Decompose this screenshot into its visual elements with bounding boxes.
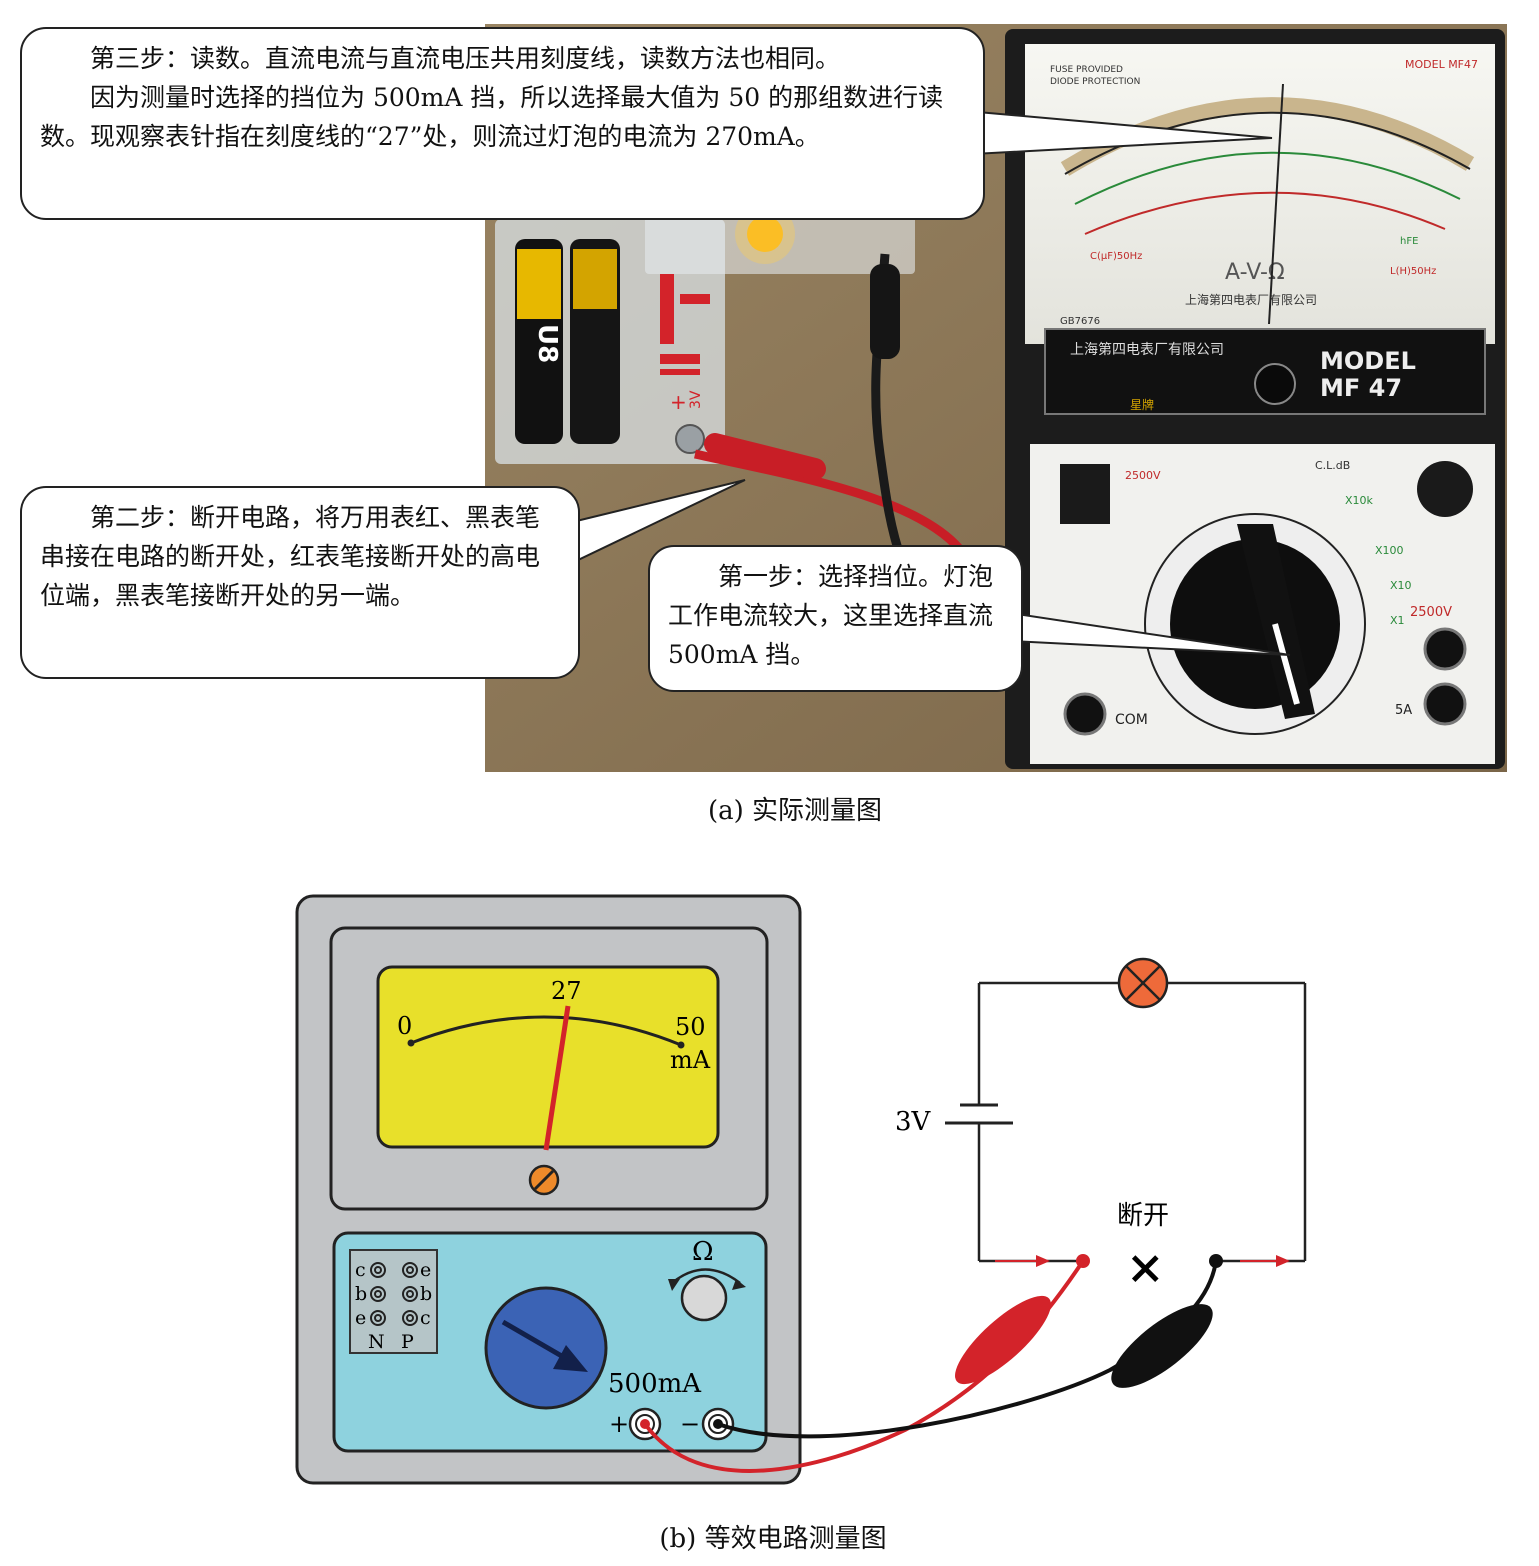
- caption-a: (a) 实际测量图: [707, 796, 883, 826]
- black-probe-handle[interactable]: [1100, 1290, 1225, 1401]
- socket-label-e-left: e: [355, 1307, 366, 1329]
- model-top: MODEL MF47: [1405, 58, 1478, 71]
- socket-holes: [370, 1262, 418, 1326]
- socket-label-c-left: c: [355, 1259, 366, 1281]
- photo-socket-com: [1063, 692, 1107, 736]
- jack-minus-label: −: [680, 1410, 700, 1438]
- step2-callout: 第二步：断开电路，将万用表红、黑表笔串接在电路的断开处，红表笔接断开处的高电位端…: [20, 486, 580, 679]
- maker-label: 上海第四电表厂有限公司: [1185, 292, 1317, 307]
- ohm-rotate-arrow-icon: [671, 1268, 741, 1284]
- step3-line1: 第三步：读数。直流电流与直流电压共用刻度线，读数方法也相同。: [90, 44, 841, 73]
- step1-text: 第一步：选择挡位。灯泡工作电流较大，这里选择直流 500mA 挡。: [668, 562, 994, 669]
- battery-voltage: 3V: [895, 1107, 932, 1137]
- jack-plus-label: +: [609, 1410, 629, 1438]
- scale-max-label: 50: [675, 1013, 706, 1041]
- photo-bulb: [747, 216, 783, 252]
- socket-label-b-right: b: [420, 1283, 432, 1305]
- callout-tails: [558, 108, 1291, 656]
- step3-callout: 第三步：读数。直流电流与直流电压共用刻度线，读数方法也相同。 因为测量时选择的挡…: [20, 27, 985, 220]
- socket-label-c-right: c: [420, 1307, 431, 1329]
- scale-min-label: 0: [397, 1012, 412, 1040]
- break-mark: ×: [1126, 1240, 1165, 1294]
- range-x100: X100: [1375, 544, 1404, 557]
- range-x10: X10: [1390, 579, 1412, 592]
- diode-text: DIODE PROTECTION: [1050, 77, 1140, 87]
- socket-5a-label: 5A: [1395, 703, 1412, 718]
- com-label: COM: [1115, 712, 1148, 728]
- serial-label: GB7676: [1060, 316, 1100, 327]
- scale-label: A-V-Ω: [1225, 260, 1285, 285]
- meter-needle: [543, 1005, 571, 1151]
- meter-scale-face: [376, 965, 720, 1149]
- step3-line2: 因为测量时选择的挡位为 500mA 挡，所以选择最大值为 50 的那组数进行读数…: [40, 83, 944, 151]
- ohm-label: Ω: [692, 1237, 714, 1267]
- transistor-sockets: c b e e b c N P: [355, 1259, 432, 1353]
- meter-scale-arc: [410, 1015, 682, 1047]
- meter-face: [1025, 44, 1495, 344]
- socket-label-p: P: [401, 1331, 414, 1353]
- red-probe-handle[interactable]: [944, 1284, 1063, 1397]
- step2-text: 第二步：断开电路，将万用表红、黑表笔串接在电路的断开处，红表笔接断开处的高电位端…: [40, 503, 541, 610]
- plate-maker: 上海第四电表厂有限公司: [1070, 341, 1224, 358]
- scale-unit-label: mA: [670, 1046, 711, 1074]
- ohm-adjust-knob[interactable]: [680, 1274, 728, 1322]
- socket-label-n: N: [368, 1331, 385, 1353]
- plate-number: MF 47: [1320, 374, 1402, 402]
- plate-model: MODEL: [1320, 347, 1416, 375]
- battery-label: U8: [532, 324, 562, 363]
- photo-socket-2500v: [1423, 627, 1467, 671]
- range-x1: X1: [1390, 614, 1405, 627]
- caption-b: (b) 等效电路测量图: [659, 1524, 887, 1554]
- hfe-label: hFE: [1400, 236, 1418, 247]
- plate-brand: 星牌: [1130, 398, 1154, 412]
- photo-socket-5a: [1423, 682, 1467, 726]
- battery-plus: +: [670, 390, 687, 414]
- socket-label-e-right: e: [420, 1259, 431, 1281]
- cap-label: C(μF)50Hz: [1090, 251, 1142, 262]
- socket-2500v-label: 2500V: [1410, 605, 1452, 620]
- step1-callout: 第一步：选择挡位。灯泡工作电流较大，这里选择直流 500mA 挡。: [648, 545, 1023, 692]
- battery-voltage-label: 3V: [688, 390, 704, 409]
- break-label: 断开: [1117, 1201, 1169, 1231]
- fuse-text: FUSE PROVIDED: [1050, 65, 1123, 75]
- socket-label-b-left: b: [355, 1283, 367, 1305]
- range-selected-label: 500mA: [608, 1369, 702, 1399]
- range-pointer-arrow-icon: [553, 1345, 588, 1372]
- photo-multimeter: FUSE PROVIDED DIODE PROTECTION MODEL MF4…: [1005, 29, 1505, 769]
- battery-holder: U8 + 3V: [495, 204, 915, 464]
- scale-mid-label: 27: [551, 977, 582, 1005]
- photo-needle: [1268, 83, 1284, 325]
- range-x10k: X10k: [1345, 494, 1374, 507]
- range-2500v: 2500V: [1125, 469, 1161, 482]
- transistor-socket-block: [349, 1249, 438, 1354]
- ind-label: L(H)50Hz: [1390, 266, 1436, 277]
- range-cldb: C.L.dB: [1315, 459, 1350, 472]
